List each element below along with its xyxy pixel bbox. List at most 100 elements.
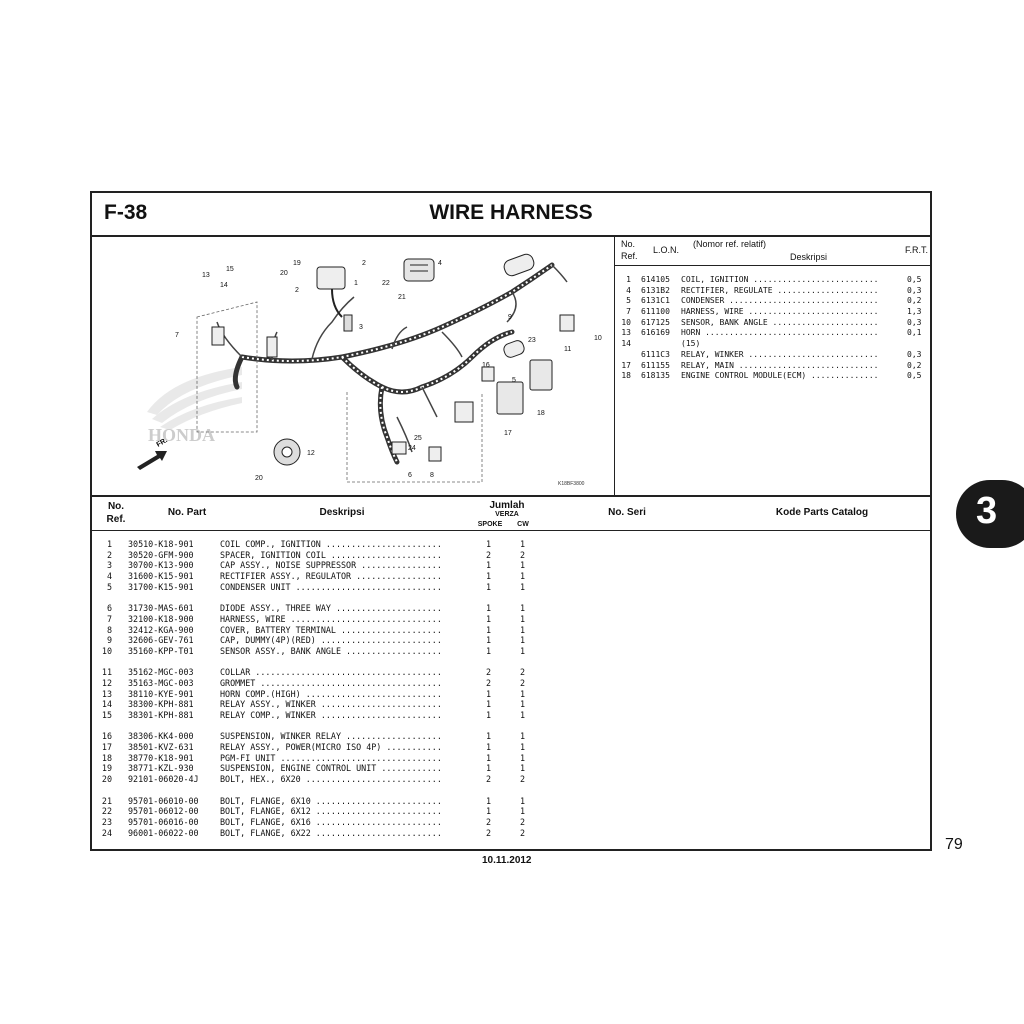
callout-number: 16 — [482, 362, 490, 369]
part-number: 38110-KYE-901 — [128, 688, 194, 699]
lon-col-ref: Ref. — [621, 251, 638, 261]
callout-number: 5 — [512, 377, 516, 384]
section-tab[interactable]: 3 — [956, 480, 1024, 548]
horn — [273, 438, 301, 466]
lon-ref: 10 — [621, 317, 631, 327]
callout-number: 3 — [359, 324, 363, 331]
wire-harness-illustration: HONDA — [137, 253, 602, 487]
lon-frt: 0,2 — [907, 360, 922, 370]
part-desc: BOLT, HEX., 6X20 .......................… — [220, 774, 442, 785]
callout-number: 13 — [202, 272, 210, 279]
group-spacer — [92, 592, 930, 603]
part-number: 35162-MGC-003 — [128, 667, 194, 678]
qty-cw: 1 — [520, 752, 526, 763]
labor-operation-table: No. Ref. L.O.N. (Nomor ref. relatif) Des… — [615, 237, 932, 495]
lon-code: 617125 — [641, 317, 670, 327]
callout-number: 6 — [408, 472, 412, 479]
callout-number: 14 — [220, 282, 228, 289]
part-number: 35163-MGC-003 — [128, 677, 194, 688]
part-number: 96001-06022-00 — [128, 827, 199, 838]
col-part: No. Part — [167, 507, 207, 518]
part-ref: 15 — [101, 710, 112, 720]
part-number: 35160-KPP-T01 — [128, 645, 194, 656]
part-ref: 2 — [106, 549, 112, 560]
qty-spoke: 2 — [486, 774, 492, 785]
lon-code: 6131C1 — [641, 296, 670, 306]
honda-watermark-text: HONDA — [148, 425, 215, 445]
page-title: WIRE HARNESS — [429, 201, 593, 224]
harness-wrap — [241, 264, 553, 463]
part-desc: COLLAR .................................… — [220, 667, 442, 678]
parts-page-frame: F-38 WIRE HARNESS HONDA — [90, 191, 932, 851]
callout-number: 7 — [175, 332, 179, 339]
col-no: No. — [107, 501, 125, 512]
part-desc: BOLT, FLANGE, 6X16 .....................… — [220, 816, 442, 827]
part-ref: 8 — [106, 624, 112, 635]
lon-table-header: No. Ref. L.O.N. (Nomor ref. relatif) Des… — [615, 237, 932, 266]
part-ref: 23 — [101, 816, 112, 827]
part-number: 38770-K18-901 — [128, 752, 194, 763]
part-desc: COIL COMP., IGNITION ...................… — [220, 539, 442, 549]
part-number: 30510-K18-901 — [128, 539, 194, 549]
lon-frt: 0,5 — [907, 275, 922, 284]
lon-code: 614105 — [641, 275, 670, 284]
part-desc: COVER, BATTERY TERMINAL ................… — [220, 624, 442, 635]
callout-number: 20 — [280, 270, 288, 277]
qty-cw: 2 — [520, 677, 526, 688]
lon-frt: 0,5 — [907, 371, 922, 381]
qty-spoke: 1 — [486, 560, 492, 571]
lon-ref: 5 — [626, 296, 631, 306]
part-ref: 18 — [101, 752, 112, 763]
col-ref: Ref. — [106, 514, 126, 525]
left-group-outline — [196, 301, 258, 433]
callout-number: 12 — [307, 450, 315, 457]
lon-desc: ENGINE CONTROL MODULE(ECM) .............… — [681, 371, 879, 381]
lon-code: 611155 — [641, 360, 670, 370]
qty-cw: 1 — [520, 688, 526, 699]
part-desc: SENSOR ASSY., BANK ANGLE ...............… — [220, 645, 442, 656]
lon-frt: 1,3 — [907, 307, 922, 317]
part-number: 38300-KPH-881 — [128, 699, 194, 710]
col-jumlah: Jumlah — [489, 500, 525, 511]
part-ref: 17 — [101, 742, 112, 753]
part-ref: 21 — [101, 795, 112, 806]
callout-number: 19 — [293, 260, 301, 267]
parts-row: 23 95701-06016-00 BOLT, FLANGE, 6X16 .....… — [92, 817, 930, 828]
part-number: 95701-06010-00 — [128, 795, 199, 806]
lon-ref: 13 — [621, 328, 631, 338]
lon-code: 618135 — [641, 371, 670, 381]
part-desc: HORN COMP.(HIGH) .......................… — [220, 688, 442, 699]
callout-number: 24 — [408, 445, 416, 452]
part-ref: 4 — [106, 571, 112, 582]
qty-spoke: 1 — [486, 635, 492, 646]
col-desc: Deskripsi — [319, 507, 365, 518]
rectifier-regulator — [403, 258, 435, 282]
part-number: 95701-06016-00 — [128, 816, 199, 827]
qty-cw: 1 — [520, 613, 526, 624]
part-desc: BOLT, FLANGE, 6X12 .....................… — [220, 806, 442, 817]
part-desc: SUSPENSION, WINKER RELAY ...............… — [220, 731, 442, 742]
lon-desc: (15) — [681, 339, 701, 349]
part-ref: 5 — [106, 581, 112, 592]
lon-desc: RECTIFIER, REGULATE ....................… — [681, 285, 879, 295]
part-number: 31730-MAS-601 — [128, 603, 194, 614]
qty-cw: 1 — [520, 624, 526, 635]
qty-spoke: 1 — [486, 688, 492, 699]
